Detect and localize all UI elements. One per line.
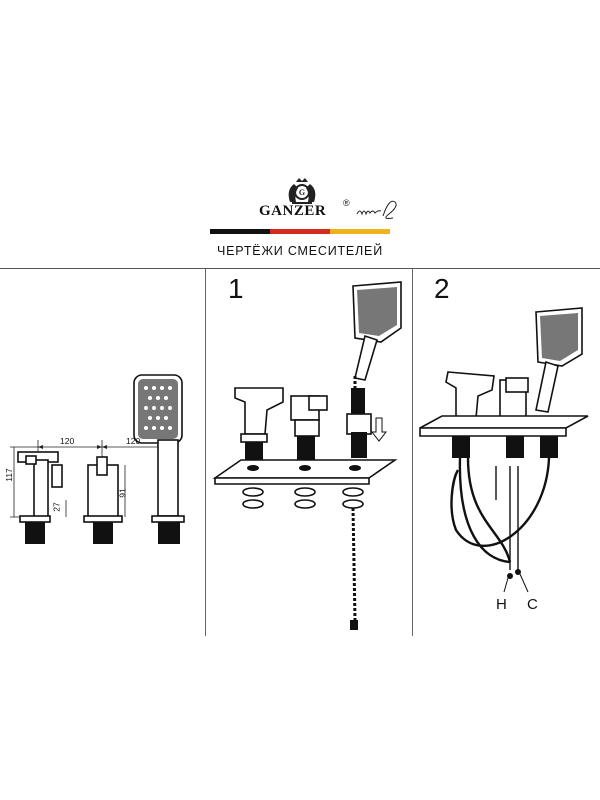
svg-text:G: G: [299, 188, 305, 197]
header-divider: [0, 268, 600, 269]
flag-gold: [330, 229, 390, 234]
dim-height-mid: 91: [117, 488, 128, 498]
registered-mark: ®: [343, 198, 350, 208]
dimension-drawing: [10, 374, 185, 544]
flag-stripe: [210, 229, 390, 234]
down-arrow-icon: [370, 417, 388, 442]
dim-width-left: 120: [60, 436, 75, 446]
dim-height-small: 27: [51, 502, 62, 512]
step-number-2: 2: [434, 273, 450, 304]
step2-drawing: [419, 307, 589, 593]
flag-red: [270, 229, 330, 234]
panel-divider-1: [205, 269, 206, 636]
dim-width-right: 120: [126, 436, 141, 446]
step1-drawing: [212, 281, 402, 630]
signature-icon: [356, 200, 397, 219]
step-number-1: 1: [228, 273, 244, 304]
crest-logo-icon: G: [288, 178, 316, 204]
cold-water-label: C: [527, 596, 538, 613]
page-subtitle: ЧЕРТЁЖИ СМЕСИТЕЛЕЙ: [217, 244, 383, 258]
flag-black: [210, 229, 270, 234]
brand-name: GANZER: [259, 203, 327, 219]
panel-divider-2: [412, 269, 413, 636]
dim-height-left: 117: [3, 468, 14, 482]
hot-water-label: H: [496, 596, 507, 613]
